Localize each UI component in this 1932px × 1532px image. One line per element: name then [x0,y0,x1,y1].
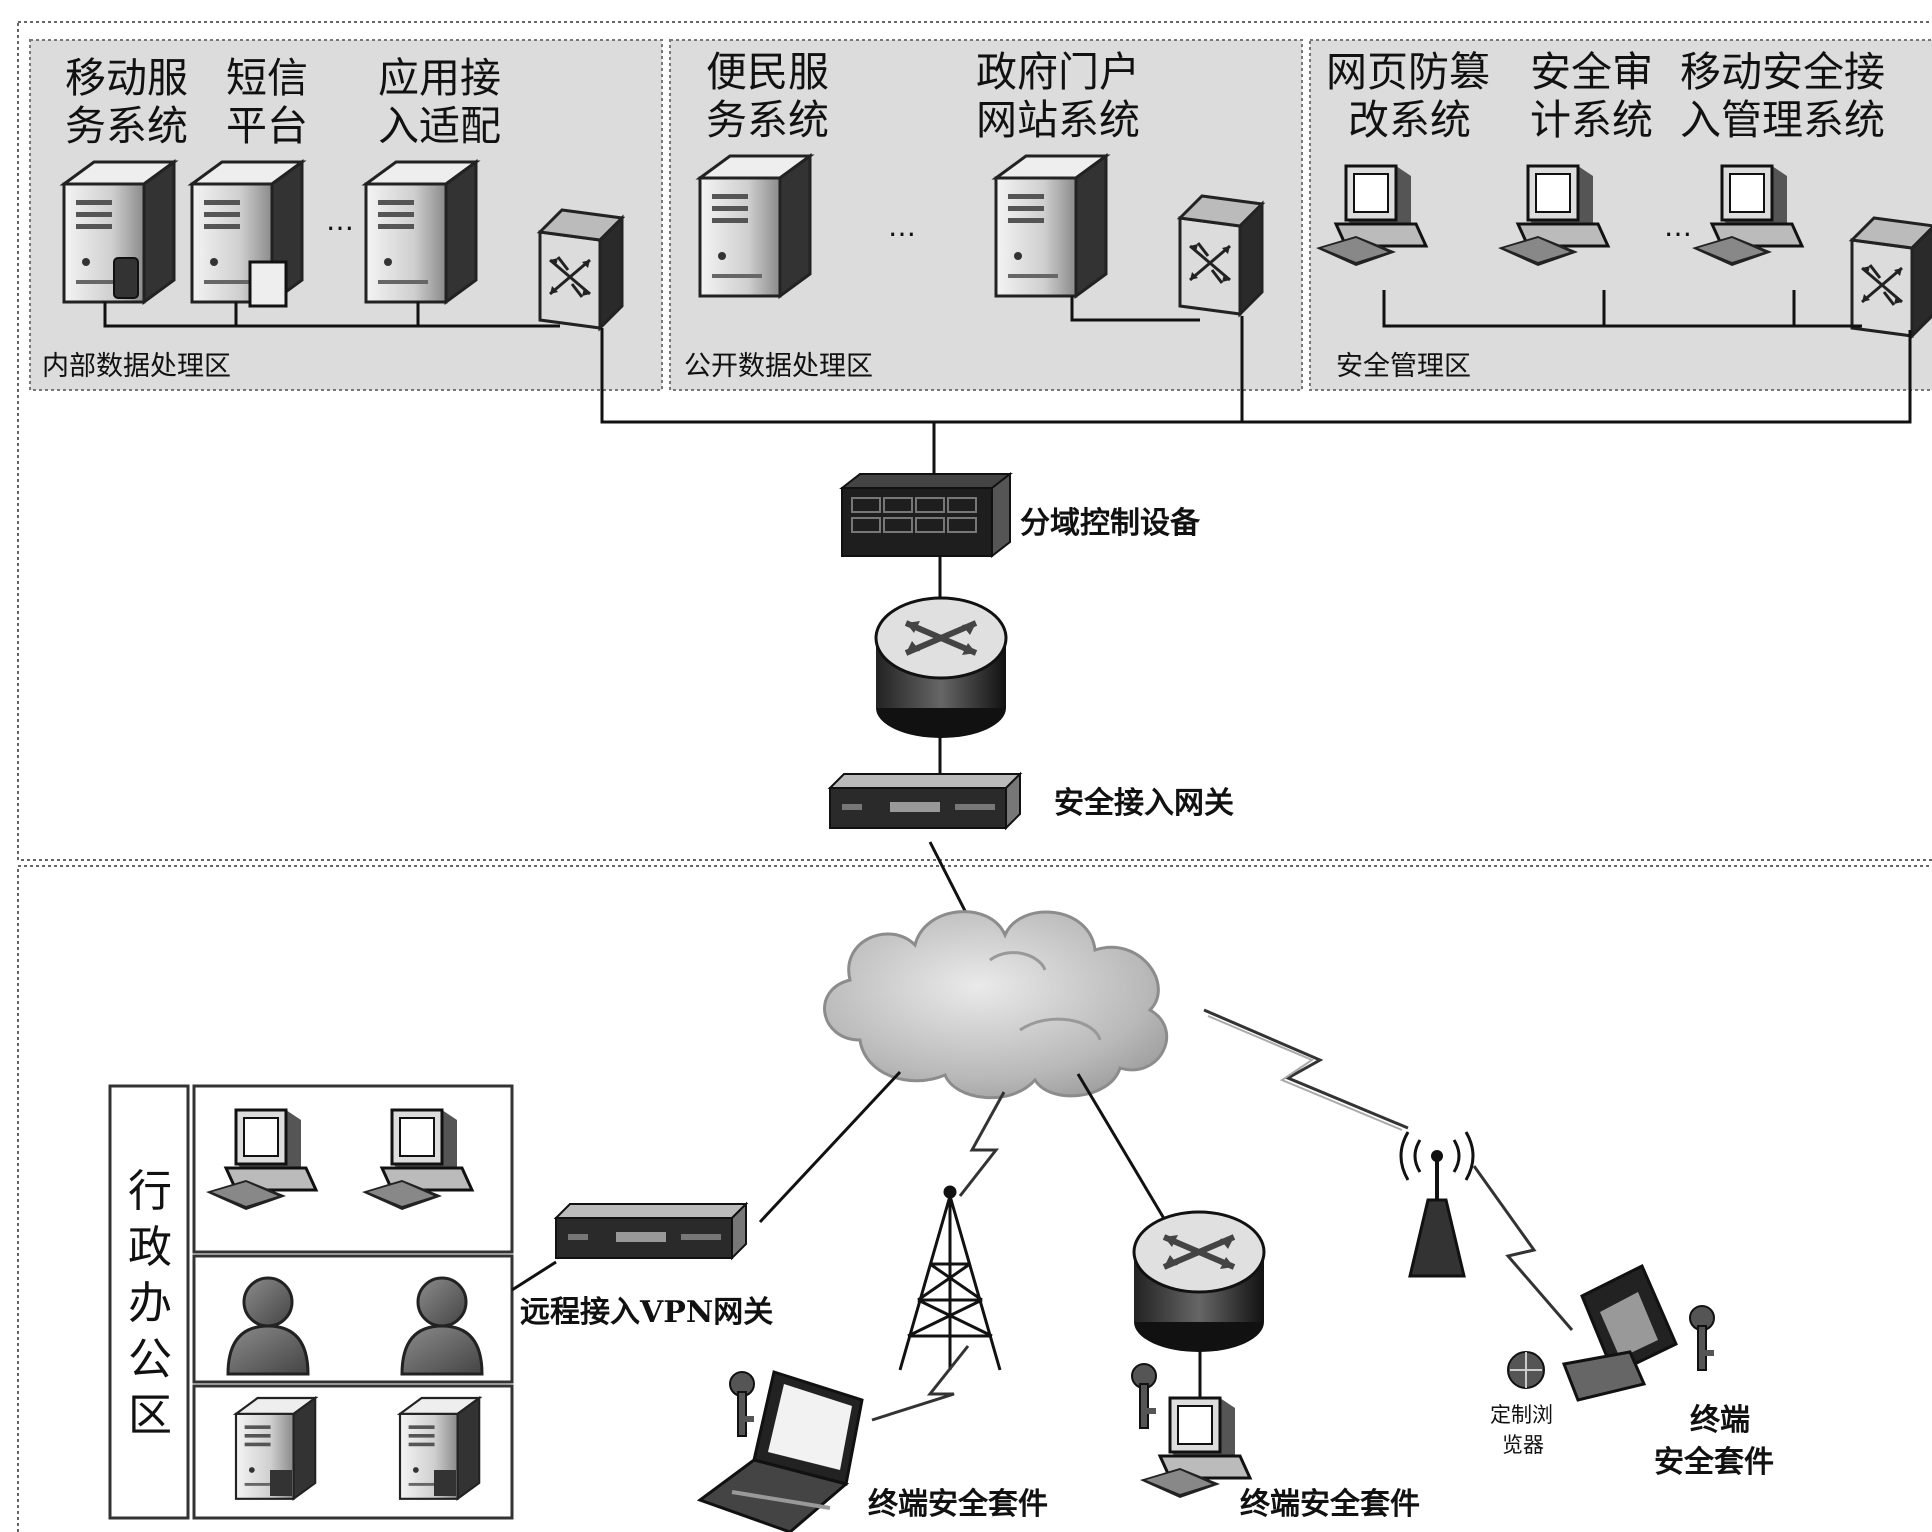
public-link [1070,296,1200,322]
security-system-2-line2: 计系统 [1530,96,1653,144]
vpn-gateway-label: 远程接入VPN网关 [520,1295,773,1330]
public-system-2-line1: 政府门户 [976,48,1140,96]
admin-char-5: 区 [128,1390,172,1441]
internal-zone-label: 内部数据处理区 [42,351,231,382]
core-network-frame [17,21,1932,861]
branch-router-icon [1134,1212,1264,1352]
domain-control-device-icon [839,471,1013,559]
wireless-link-phone [1472,1165,1574,1331]
branch-key-icon [1131,1363,1157,1429]
pc-kit-label: 终端安全套件 [1240,1487,1420,1522]
public-ellipsis: … [888,210,916,243]
domain-control-label: 分域控制设备 [1020,506,1201,541]
public-system-1-line1: 便民服 [706,48,829,96]
admin-char-1: 行 [128,1166,172,1217]
branch-pc-icon [1138,1396,1252,1500]
public-system-1-line2: 务系统 [706,96,829,144]
phone-badge-icon [113,257,139,299]
admin-char-2: 政 [128,1222,172,1273]
custom-browser-line2: 览器 [1502,1433,1544,1457]
secure-gateway-label: 安全接入网关 [1054,786,1234,821]
public-switch-icon [1178,194,1264,316]
admin-char-3: 办 [128,1278,172,1329]
mobile-phone-icon [1561,1263,1678,1402]
cell-tower-icon [898,1185,1002,1371]
core-router-icon [876,598,1006,738]
security-link [1382,290,1862,328]
phone-kit-line2: 安全套件 [1654,1445,1774,1480]
security-switch-icon [1850,216,1932,338]
admin-area-label-box [108,1084,190,1520]
internal-system-2-line1: 短信 [226,54,308,102]
internal-system-2-line2: 平台 [226,102,308,150]
public-zone-label: 公开数据处理区 [684,351,873,382]
security-system-1-line2: 改系统 [1348,96,1471,144]
laptop-key-icon [729,1371,755,1437]
wireless-link-tower [958,1091,1006,1197]
internal-system-1-line2: 务系统 [65,102,188,150]
citizen-service-server-icon [698,154,812,298]
laptop-icon [696,1370,864,1532]
public-system-2-line2: 网站系统 [976,96,1140,144]
internal-system-3-line1: 应用接 [378,54,501,102]
internet-cloud-icon [823,910,1169,1100]
security-system-3-line2: 入管理系统 [1680,96,1885,144]
adapter-server-icon [364,160,478,304]
vpn-gateway-icon [555,1203,747,1259]
security-ellipsis: … [1664,210,1692,243]
wireless-link-antenna [1203,1008,1409,1130]
security-zone [1309,39,1932,391]
security-zone-label: 安全管理区 [1336,351,1471,382]
phone-key-icon [1689,1305,1715,1371]
internal-system-1-line1: 移动服 [65,54,188,102]
security-system-3-line1: 移动安全接 [1680,48,1885,96]
internal-system-3-line2: 入适配 [378,102,501,150]
backbone-bus [600,328,1912,424]
access-network-frame [17,865,1932,1532]
internal-switch-icon [538,208,624,330]
internal-ellipsis: … [326,204,354,237]
laptop-kit-label: 终端安全套件 [868,1487,1048,1522]
phone-kit-line1: 终端 [1690,1403,1750,1438]
admin-char-4: 公 [128,1334,172,1385]
secure-gateway-icon [829,773,1021,829]
security-system-2-line1: 安全审 [1530,48,1653,96]
security-system-1-line1: 网页防篡 [1326,48,1490,96]
wireless-antenna-icon [1399,1131,1475,1278]
custom-browser-line1: 定制浏 [1490,1403,1553,1427]
wireless-link-laptop [871,1345,970,1422]
portal-server-icon [994,154,1108,298]
sms-card-icon [248,260,288,308]
internal-link [103,302,560,328]
